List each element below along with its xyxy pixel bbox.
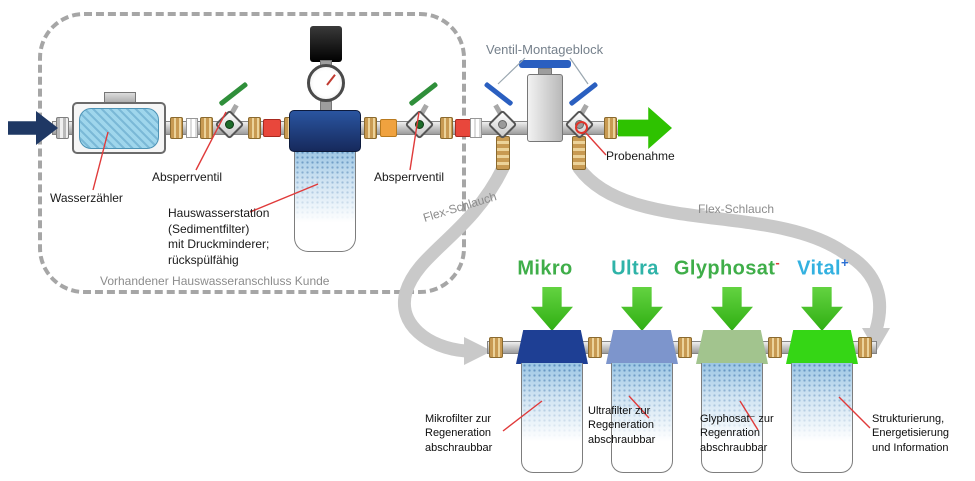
pressure-reducer [310,26,342,62]
pipe-fitting [604,117,617,139]
pipe-fitting [588,337,602,358]
filter-body [791,363,853,473]
filter-caption-ultra: Ultrafilter zur Regeneration abschraubba… [588,405,656,446]
filter-cap [516,330,588,364]
filter-caption-mikro: Mikrofilter zur Regeneration abschraubba… [425,413,493,454]
feed-arrow-ultra [621,287,663,331]
valve-dot [225,120,234,129]
pipe-coupler [470,118,482,138]
valve-handle [483,81,514,107]
filter-body [521,363,583,473]
filter-title-text: Vital [797,257,841,280]
pipe-fitting [440,117,453,139]
filter-caption-glyphosat: Glyphosat⁻ zur Regenration abschraubbar [700,413,774,454]
shutoff-valve-left [206,81,254,148]
valve-dot [415,120,424,129]
feed-arrow-mikro [531,287,573,331]
filter-texture [792,363,852,472]
outlet-flow-arrow [618,107,672,149]
filter-texture [295,150,355,251]
filter-title-text: Mikro [517,257,573,280]
pipe-fitting [170,117,183,139]
pipe-segment-orange [380,119,397,137]
label-flex-schlauch-rechts: Flex-Schlauch [698,202,775,216]
customer-boundary-dashed-box [38,12,466,294]
filter-cap [696,330,768,364]
label-ventil-montageblock: Ventil-Montageblock [486,42,604,57]
label-absperrventil-rechts: Absperrventil [374,170,445,184]
sediment-station-body [294,150,356,252]
sediment-station-head [289,110,361,152]
pipe-segment-red [263,119,281,137]
label-customer-boundary: Vorhandener Hauswasseranschluss Kunde [100,274,330,288]
filter-unit-mikro [516,330,588,476]
gauge-needle [326,74,336,86]
mount-valve-left [478,81,526,148]
filter-body [701,363,763,473]
filter-unit-glyphosat [696,330,768,476]
label-probenahme: Probenahme [606,149,675,163]
mount-valve-right [556,81,604,148]
filter-title-mikro: Mikro [470,255,620,281]
pipe-fitting [248,117,261,139]
sample-port-ring [575,121,588,134]
filter-unit-ultra [606,330,678,476]
pipe-segment-red [455,119,471,137]
filter-texture [522,363,582,472]
pipe-fitting [768,337,782,358]
label-hauswasserstation: Hauswasserstation (Sedimentfilter) mit D… [168,206,270,267]
label-wasserzaehler: Wasserzähler [50,191,123,205]
callout-montageblock-rechts [569,57,589,85]
pressure-gauge [307,64,345,102]
filter-title-sup: + [840,255,849,270]
filter-cap [786,330,858,364]
filter-unit-vital [786,330,858,476]
pipe-fitting [364,117,377,139]
pipe-fitting [858,337,872,358]
filter-caption-vital: Strukturierung, Energetisierung und Info… [872,413,950,454]
shutoff-valve-right [396,81,444,148]
pipe-fitting [489,337,503,358]
label-absperrventil-links: Absperrventil [152,170,223,184]
valve-dot [498,120,507,129]
filter-title-vital: Vital+ [748,255,898,281]
filter-cap [606,330,678,364]
feed-arrow-vital [801,287,843,331]
mount-block-handle [519,60,571,68]
pipe-coupler [186,118,198,138]
pipe-fitting [678,337,692,358]
valve-mounting-block [527,74,563,142]
feed-arrow-glyphosat [711,287,753,331]
water-meter-chamber [79,108,159,149]
